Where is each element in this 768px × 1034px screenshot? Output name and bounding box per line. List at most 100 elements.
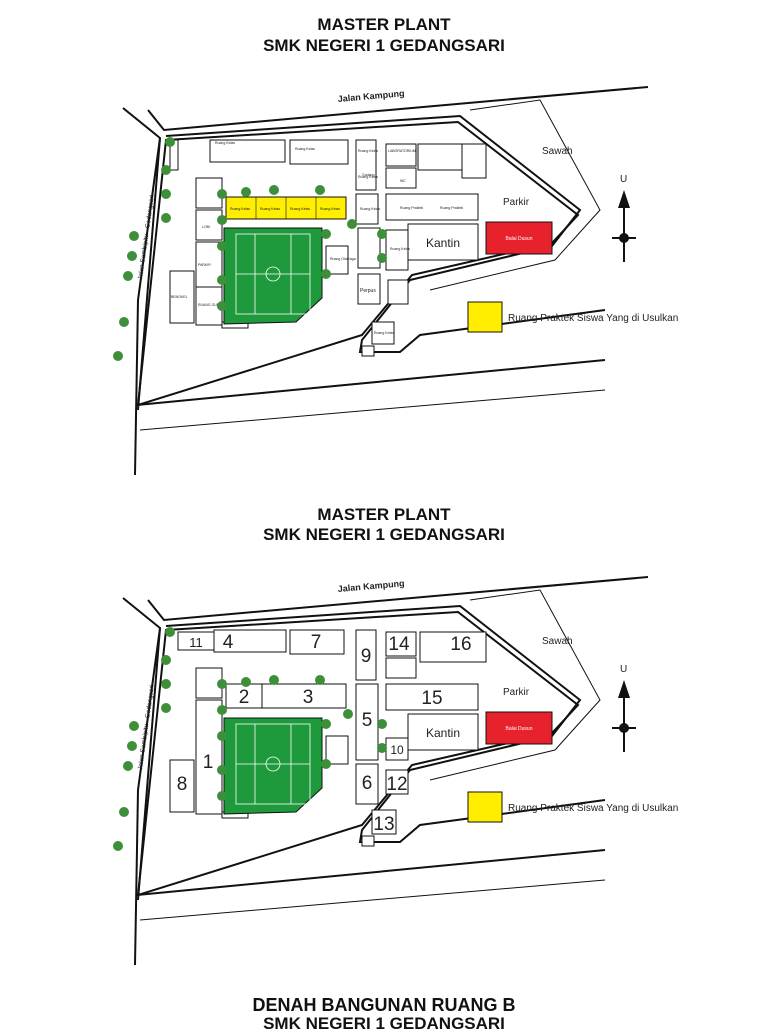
canteen-label: Kantin: [426, 236, 460, 250]
site-boundary: [136, 120, 580, 407]
rice-field-label: Sawah: [542, 146, 573, 157]
building: [325, 245, 349, 275]
room-label: Ruang Kelas: [320, 207, 340, 211]
building-9: [355, 629, 377, 681]
building-number: 16: [450, 634, 471, 655]
warehouse-label: Gudang: [362, 173, 375, 177]
room-label: Ruang Kelas: [390, 247, 410, 251]
lab-label: LABORATORIUM: [388, 149, 416, 153]
building-number: 9: [361, 646, 372, 667]
building: [385, 193, 479, 221]
building: [289, 139, 349, 165]
lobby-building: [195, 209, 223, 241]
canteen-building: [407, 713, 479, 751]
building-7: [289, 629, 345, 655]
building: [325, 735, 349, 765]
teachers-room-label: RUANG GURU: [198, 303, 222, 307]
village-hall: [485, 221, 553, 255]
canteen-label: Kantin: [426, 726, 460, 740]
building-4: [213, 629, 287, 653]
building-number: 2: [239, 687, 250, 708]
building-2: [225, 683, 263, 709]
library-building: [357, 273, 381, 305]
building: [355, 139, 377, 191]
footer-subtitle: SMK NEGERI 1 GEDANGSARI: [263, 1014, 505, 1033]
map2-title: MASTER PLANT: [317, 505, 451, 524]
building: [355, 193, 379, 225]
wc-label: WC: [400, 179, 406, 183]
parking-teacher-label: PARKIR: [198, 263, 211, 267]
building: [209, 139, 286, 163]
building: [357, 227, 381, 269]
north-arrow-icon: [612, 190, 636, 262]
parking-label: Parkir: [503, 687, 530, 698]
footer-title: DENAH BANGUNAN RUANG B: [252, 995, 516, 1015]
practice-room-label: Ruang Praktek: [400, 206, 423, 210]
building-number: 13: [373, 814, 394, 835]
workshop-building: [169, 270, 195, 324]
teachers-room: [195, 286, 223, 326]
building: [371, 321, 395, 345]
map2-subtitle: SMK NEGERI 1 GEDANGSARI: [263, 525, 505, 544]
building: [385, 143, 417, 167]
room-label: Ruang Kelas: [358, 175, 378, 179]
map1-site-plan: Jalan Kampung Jalan Sambipitu - Gedangsa…: [113, 86, 678, 476]
building: [461, 143, 487, 179]
north-arrow-icon: [612, 680, 636, 752]
parking-label: Parkir: [503, 197, 530, 208]
building: [361, 345, 375, 357]
building-number: 12: [386, 774, 407, 795]
sports-field: [223, 717, 323, 815]
room-label: Ruang Kelas: [358, 149, 378, 153]
road-top-label: Jalan Kampung: [337, 578, 405, 594]
building: [361, 835, 375, 847]
building-number: 5: [362, 710, 373, 731]
room-label: Ruang Kelas: [215, 141, 235, 145]
canteen-building: [407, 223, 479, 261]
room-label: Ruang Kelas: [295, 147, 315, 151]
building-number: 6: [362, 773, 373, 794]
building: [417, 143, 463, 171]
road-lines: [122, 86, 649, 476]
sports-field: [223, 227, 323, 325]
building-number: 1: [203, 752, 214, 773]
building-14: [385, 631, 417, 657]
building: [385, 657, 417, 679]
legend-swatch: [467, 791, 503, 823]
building-1: [195, 699, 223, 815]
practice-room-label: Ruang Praktek: [440, 206, 463, 210]
building-6: [355, 763, 379, 805]
room-label: Ruang Kelas: [260, 207, 280, 211]
site-boundary: [136, 610, 580, 897]
building-number: 4: [223, 632, 234, 653]
village-hall: [485, 711, 553, 745]
building-number: 11: [189, 635, 203, 650]
building: [385, 229, 409, 271]
workshop-label: BENGKEL: [171, 295, 188, 299]
building-number: 7: [311, 632, 322, 653]
lobby-label: LOBI: [202, 225, 210, 229]
room-label: Ruang Kelas: [360, 207, 380, 211]
north-label: U: [620, 664, 627, 675]
room-label: Ruang Kelas: [290, 207, 310, 211]
village-hall-label: Balai Dusun: [506, 236, 533, 242]
trees: [113, 137, 387, 361]
map1-title: MASTER PLANT: [317, 15, 451, 34]
building-15: [385, 683, 479, 711]
building-8: [169, 759, 195, 813]
building: [387, 279, 409, 305]
road-top-label: Jalan Kampung: [337, 88, 405, 104]
building-3: [261, 683, 347, 709]
building-13: [371, 809, 397, 835]
north-label: U: [620, 174, 627, 185]
legend-label: Ruang Praktek Siswa Yang di Usulkan: [508, 313, 678, 324]
rice-field-label: Sawah: [542, 636, 573, 647]
building-12: [385, 769, 409, 795]
building-number: 10: [390, 743, 404, 757]
room-label: Ruang Olahraga: [330, 257, 356, 261]
building-number: 15: [421, 688, 442, 709]
legend-swatch: [467, 301, 503, 333]
room-label: Ruang Kelas: [374, 331, 394, 335]
legend-label: Ruang Praktek Siswa Yang di Usulkan: [508, 803, 678, 814]
room-label: Ruang Kelas: [230, 207, 250, 211]
